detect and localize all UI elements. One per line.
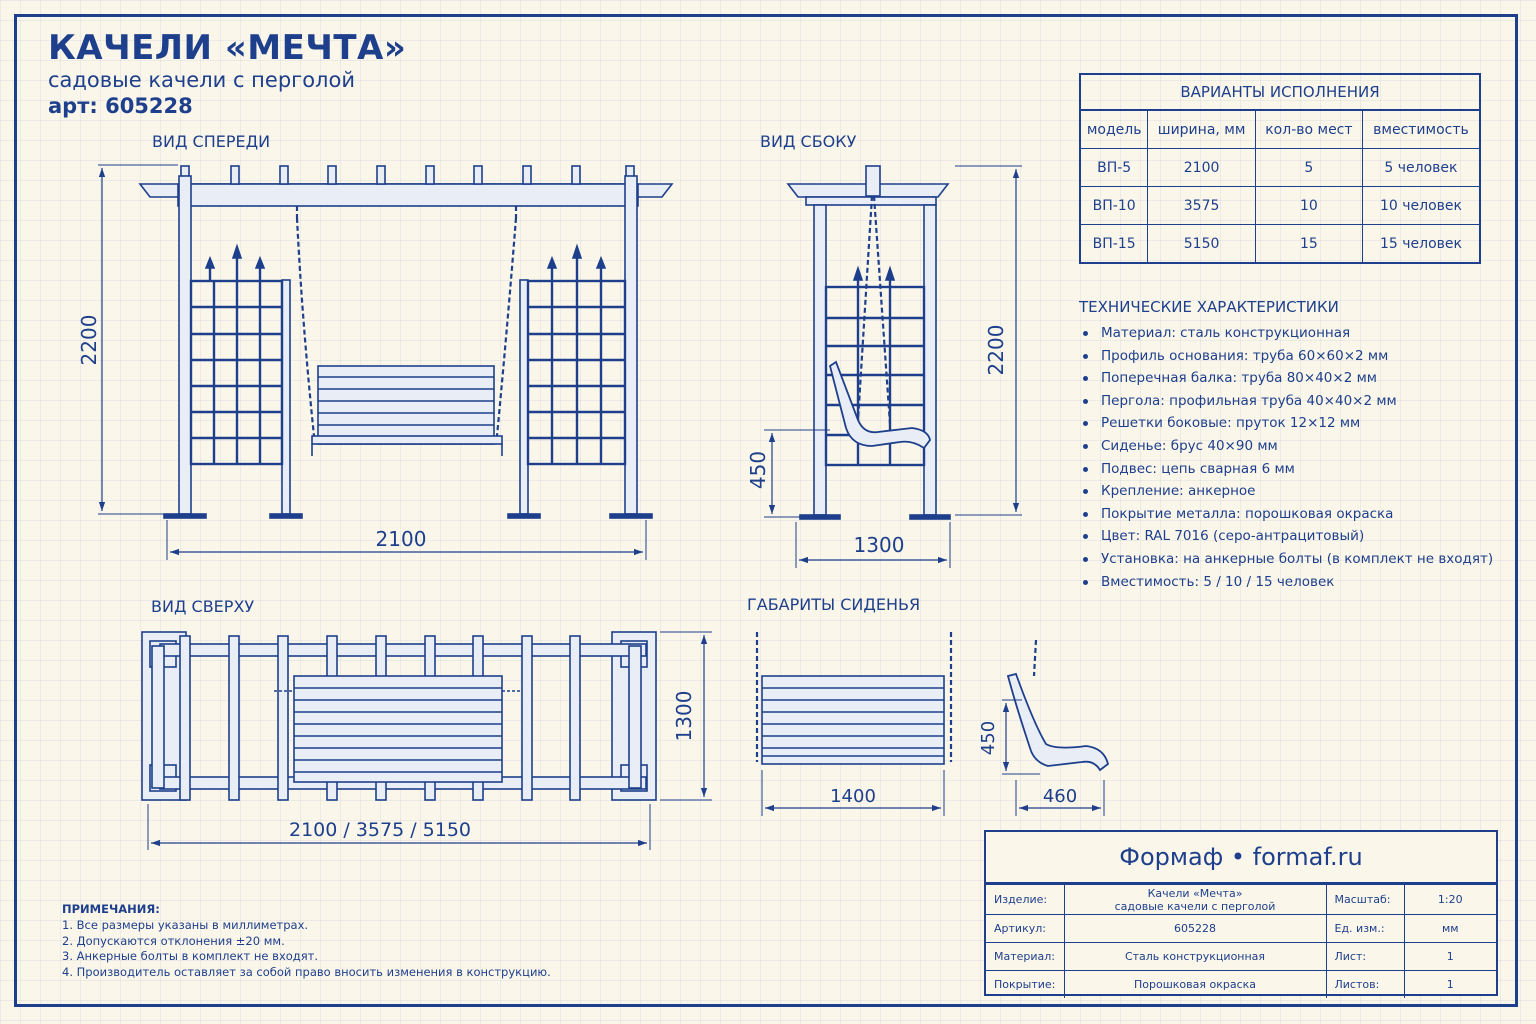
- sheets-label: Листов:: [1325, 970, 1405, 998]
- product-subtitle: садовые качели с перголой: [48, 68, 355, 92]
- cell-model: ВП-10: [1081, 186, 1149, 225]
- list-item: 4. Производитель оставляет за собой прав…: [62, 965, 551, 980]
- front-view: [98, 164, 674, 560]
- cell-width: 2100: [1147, 148, 1256, 187]
- coating-value: Порошковая окраска: [1063, 970, 1327, 998]
- cell-model: ВП-15: [1081, 224, 1149, 262]
- front-width-dimension: 2100: [376, 527, 427, 551]
- top-depth-dimension: 1300: [672, 691, 696, 742]
- sheets-value: 1: [1403, 970, 1496, 998]
- product-title: КАЧЕЛИ «МЕЧТА»: [48, 28, 407, 68]
- side-depth-dimension: 1300: [854, 533, 905, 557]
- notes-heading: ПРИМЕЧАНИЯ:: [62, 902, 160, 916]
- list-item: Вместимость: 5 / 10 / 15 человек: [1079, 571, 1499, 594]
- list-item: 1. Все размеры указаны в миллиметрах.: [62, 917, 309, 932]
- cell-model: ВП-5: [1081, 148, 1149, 187]
- front-height-dimension: 2200: [77, 315, 101, 366]
- seat-dimensions-label: ГАБАРИТЫ СИДЕНЬЯ: [747, 595, 921, 614]
- variants-header-row: модель ширина, мм кол-во мест вместимост…: [1081, 110, 1479, 149]
- list-item: Крепление: анкерное: [1079, 480, 1499, 503]
- cell-capacity: 5 человек: [1361, 148, 1479, 187]
- notes: ПРИМЕЧАНИЯ: 1. Все размеры указаны в мил…: [62, 902, 551, 981]
- side-view-label: ВИД СБОКУ: [760, 132, 857, 151]
- side-height-dimension: 2200: [984, 325, 1008, 376]
- scale-label: Масштаб:: [1325, 884, 1405, 915]
- header-model: модель: [1081, 110, 1149, 149]
- list-item: 2. Допускаются отклонения ±20 мм.: [62, 933, 285, 948]
- top-view: [141, 631, 712, 850]
- technical-specs: ТЕХНИЧЕСКИЕ ХАРАКТЕРИСТИКИ Материал: ста…: [1079, 298, 1499, 593]
- table-row: ВП-5 2100 5 5 человек: [1081, 148, 1479, 187]
- title-block: Формаф • formaf.ru Изделие: Качели «Мечт…: [984, 830, 1498, 998]
- product-value: Качели «Мечта» садовые качели с перголой: [1063, 884, 1327, 915]
- list-item: Покрытие металла: порошковая окраска: [1079, 503, 1499, 526]
- cell-seats: 15: [1254, 224, 1363, 262]
- top-width-dimension: 2100 / 3575 / 5150: [289, 819, 471, 841]
- scale-value: 1:20: [1403, 884, 1496, 915]
- list-item: Решетки боковые: пруток 12×12 мм: [1079, 412, 1499, 435]
- coating-label: Покрытие:: [986, 970, 1065, 998]
- cell-width: 3575: [1147, 186, 1256, 225]
- header-seats: кол-во мест: [1254, 110, 1363, 149]
- list-item: Профиль основания: труба 60×60×2 мм: [1079, 345, 1499, 368]
- sheet-label: Лист:: [1325, 942, 1405, 971]
- table-row: ВП-10 3575 10 10 человек: [1081, 186, 1479, 225]
- seat-dimensions-view: [755, 632, 1110, 816]
- seat-depth-dimension: 460: [1043, 786, 1077, 807]
- side-seat-height-dimension: 450: [746, 451, 770, 489]
- cell-capacity: 10 человек: [1361, 186, 1479, 225]
- list-item: Цвет: RAL 7016 (серо-антрацитовый): [1079, 525, 1499, 548]
- units-value: мм: [1403, 914, 1496, 943]
- article-number: арт: 605228: [48, 94, 193, 118]
- list-item: 3. Анкерные болты в комплект не входят.: [62, 949, 319, 964]
- seat-width-dimension: 1400: [830, 786, 876, 807]
- list-item: Подвес: цепь сварная 6 мм: [1079, 458, 1499, 481]
- seat-height-dimension: 450: [978, 721, 999, 755]
- article-label: Артикул:: [986, 914, 1065, 943]
- table-row: ВП-15 5150 15 15 человек: [1081, 224, 1479, 262]
- list-item: Материал: сталь конструкционная: [1079, 322, 1499, 345]
- cell-capacity: 15 человек: [1361, 224, 1479, 262]
- header-width: ширина, мм: [1147, 110, 1256, 149]
- sheet-frame: [14, 14, 1518, 1007]
- units-label: Ед. изм.:: [1325, 914, 1405, 943]
- sheet-value: 1: [1403, 942, 1496, 971]
- cell-seats: 5: [1254, 148, 1363, 187]
- front-view-label: ВИД СПЕРЕДИ: [152, 132, 271, 151]
- product-label: Изделие:: [986, 884, 1065, 915]
- list-item: Установка: на анкерные болты (в комплект…: [1079, 548, 1499, 571]
- list-item: Поперечная балка: труба 80×40×2 мм: [1079, 367, 1499, 390]
- list-item: Пергола: профильная труба 40×40×2 мм: [1079, 390, 1499, 413]
- brand-name: Формаф • formaf.ru: [986, 832, 1496, 884]
- product-line-2: садовые качели с перголой: [1114, 899, 1276, 913]
- product-line-1: Качели «Мечта»: [1147, 886, 1243, 900]
- header-capacity: вместимость: [1361, 110, 1479, 149]
- material-label: Материал:: [986, 942, 1065, 971]
- variants-table: ВАРИАНТЫ ИСПОЛНЕНИЯ модель ширина, мм ко…: [1079, 73, 1481, 264]
- cell-seats: 10: [1254, 186, 1363, 225]
- list-item: Сиденье: брус 40×90 мм: [1079, 435, 1499, 458]
- variants-table-caption: ВАРИАНТЫ ИСПОЛНЕНИЯ: [1081, 75, 1479, 110]
- article-value: 605228: [1063, 914, 1327, 943]
- cell-width: 5150: [1147, 224, 1256, 262]
- specs-heading: ТЕХНИЧЕСКИЕ ХАРАКТЕРИСТИКИ: [1079, 298, 1339, 316]
- top-view-label: ВИД СВЕРХУ: [151, 597, 255, 616]
- material-value: Сталь конструкционная: [1063, 942, 1327, 971]
- side-view: [764, 165, 1022, 568]
